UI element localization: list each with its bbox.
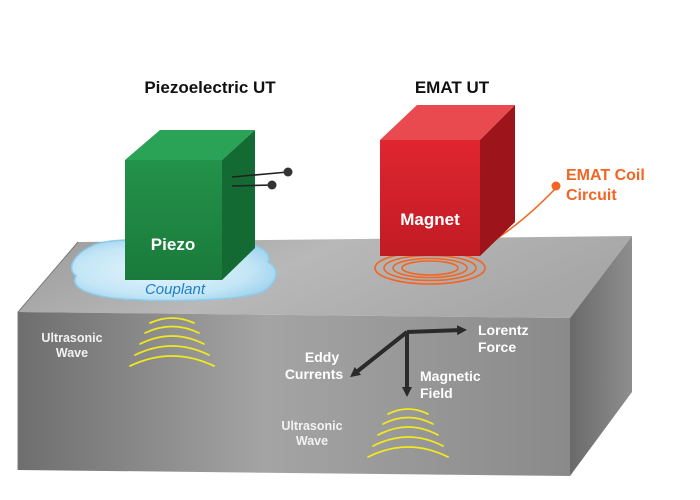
piezo-transducer: Piezo xyxy=(125,130,255,280)
eddy-currents-label-line2: Currents xyxy=(285,366,344,382)
lorentz-force-arrow xyxy=(406,325,467,336)
piezo-label: Piezo xyxy=(151,235,195,254)
ultrasonic-wave-left xyxy=(129,317,215,367)
magnet-side-face xyxy=(480,105,515,256)
ultrasonic-wave-bottom-label-line1: Ultrasonic xyxy=(281,419,342,433)
magnet-label: Magnet xyxy=(400,210,460,229)
lorentz-force-label-line1: Lorentz xyxy=(478,322,529,338)
emat-coil-label-line1: EMAT Coil xyxy=(566,167,645,184)
piezo-top-face xyxy=(125,130,255,160)
piezoelectric-ut-title: Piezoelectric UT xyxy=(144,78,276,97)
magnet-front-face xyxy=(380,140,480,256)
lead-terminal xyxy=(283,167,293,177)
emat-coil-label-line2: Circuit xyxy=(566,187,617,204)
couplant-label: Couplant xyxy=(145,281,206,298)
force-vectors xyxy=(350,325,467,397)
piezo-leads xyxy=(231,167,293,190)
emat-magnet: Magnet xyxy=(380,105,515,256)
eddy-currents-arrow xyxy=(350,330,409,378)
ultrasonic-wave-bottom xyxy=(367,408,449,458)
piezo-side-face xyxy=(222,130,255,280)
ultrasonic-wave-left-label-line1: Ultrasonic xyxy=(41,331,102,345)
lorentz-force-label-line2: Force xyxy=(478,339,516,355)
magnetic-field-label-line2: Field xyxy=(420,385,453,401)
block-side-face xyxy=(570,236,632,476)
magnet-top-face xyxy=(380,105,515,140)
emat-ut-title: EMAT UT xyxy=(415,78,490,97)
magnetic-field-label-line1: Magnetic xyxy=(420,368,481,384)
lead-terminal xyxy=(267,180,277,190)
ultrasonic-wave-left-label-line2: Wave xyxy=(56,346,88,360)
piezo-front-face xyxy=(125,160,222,280)
eddy-currents-label-line1: Eddy xyxy=(305,349,339,365)
block-front-face xyxy=(18,312,570,476)
coil-terminal xyxy=(551,181,561,191)
ultrasonic-wave-bottom-label-line2: Wave xyxy=(296,434,328,448)
